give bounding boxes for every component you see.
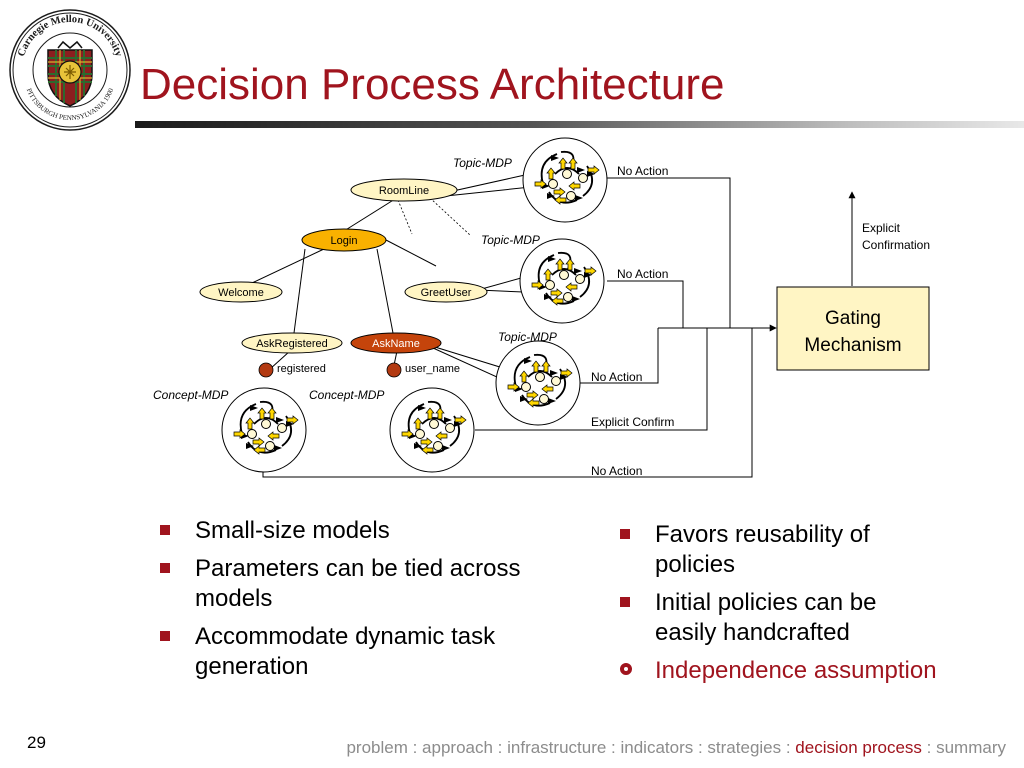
svg-text:RoomLine: RoomLine bbox=[379, 185, 429, 197]
concept-mdp-label: Concept-MDP bbox=[309, 388, 384, 402]
topic-mdp-icon bbox=[522, 137, 608, 223]
bullet-text: generation bbox=[195, 653, 309, 680]
footer-separator: : bbox=[693, 738, 708, 757]
svg-text:Login: Login bbox=[331, 235, 358, 247]
node-welcome: Welcome bbox=[199, 281, 283, 303]
topic-mdp-icon bbox=[495, 340, 581, 426]
bullet-item: Parameters can be tied across models bbox=[158, 554, 598, 614]
bullet-text: Independence assumption bbox=[655, 657, 937, 684]
bullet-marker-icon bbox=[160, 631, 170, 641]
edge-label-no-action: No Action bbox=[591, 464, 642, 478]
topic-mdp-icon bbox=[519, 238, 605, 324]
svg-text:AskRegistered: AskRegistered bbox=[256, 338, 328, 350]
bullet-text: Favors reusability of bbox=[655, 521, 870, 548]
footer-item[interactable]: problem bbox=[346, 738, 408, 757]
slide-title: Decision Process Architecture bbox=[140, 60, 725, 109]
footer-separator: : bbox=[921, 738, 937, 757]
university-seal-logo: Carnegie Mellon University PITTSBURGH PE… bbox=[9, 9, 131, 131]
bullet-item: Initial policies can be easily handcrafte… bbox=[618, 588, 1018, 648]
svg-text:GreetUser: GreetUser bbox=[421, 287, 472, 299]
bullet-text: Initial policies can be bbox=[655, 589, 877, 616]
bullet-marker-icon bbox=[620, 663, 632, 675]
bullet-text: easily handcrafted bbox=[655, 619, 850, 646]
footer-item[interactable]: infrastructure bbox=[507, 738, 607, 757]
bullet-text: models bbox=[195, 585, 273, 612]
edge-label-no-action: No Action bbox=[617, 267, 668, 281]
topic-mdp-label: Topic-MDP bbox=[498, 330, 557, 344]
edge-label-explicit-confirm: Explicit Confirm bbox=[591, 415, 674, 429]
svg-text:user_name: user_name bbox=[405, 363, 460, 375]
dotted-links bbox=[397, 197, 471, 236]
output-label: Explicit Confirmation bbox=[862, 221, 930, 252]
bullet-marker-icon bbox=[620, 597, 630, 607]
bullet-marker-icon bbox=[620, 529, 630, 539]
gating-mechanism-box: Gating Mechanism bbox=[776, 286, 930, 371]
concept-mdp-icon bbox=[221, 387, 307, 473]
footer-item[interactable]: strategies bbox=[707, 738, 782, 757]
routing-lines bbox=[262, 177, 856, 478]
node-login: Login bbox=[301, 228, 387, 252]
concept-mdp-icon bbox=[389, 387, 475, 473]
footer-item[interactable]: indicators bbox=[620, 738, 694, 757]
node-greetuser: GreetUser bbox=[404, 281, 488, 303]
title-divider bbox=[135, 121, 1024, 128]
bullet-item: Independence assumption bbox=[618, 656, 1018, 686]
concept-user-name: user_name bbox=[386, 362, 460, 378]
bullet-item: Favors reusability of policies bbox=[618, 520, 1018, 580]
svg-text:registered: registered bbox=[277, 363, 326, 375]
bullet-text: Parameters can be tied across bbox=[195, 555, 521, 582]
topic-mdp-label: Topic-MDP bbox=[481, 233, 540, 247]
footer-navigation: problem : approach : infrastructure : in… bbox=[346, 738, 1006, 758]
footer-separator: : bbox=[781, 738, 796, 757]
svg-text:Welcome: Welcome bbox=[218, 287, 264, 299]
edge-label-no-action: No Action bbox=[617, 164, 668, 178]
footer-separator: : bbox=[492, 738, 508, 757]
footer-item[interactable]: summary bbox=[936, 738, 1006, 757]
bullet-text: Accommodate dynamic task bbox=[195, 623, 496, 650]
concept-mdp-label: Concept-MDP bbox=[153, 388, 228, 402]
bullet-marker-icon bbox=[160, 563, 170, 573]
architecture-diagram: RoomLine Login Welcome GreetUser AskRegi… bbox=[153, 137, 930, 478]
bullet-item: Small-size models bbox=[158, 516, 598, 546]
topic-mdp-label: Topic-MDP bbox=[453, 156, 512, 170]
bullet-text: Small-size models bbox=[195, 517, 390, 544]
bullet-marker-icon bbox=[160, 525, 170, 535]
bullet-item: Accommodate dynamic task generation bbox=[158, 622, 598, 682]
concept-registered: registered bbox=[258, 362, 326, 378]
edge-label-no-action: No Action bbox=[591, 370, 642, 384]
footer-separator: : bbox=[407, 738, 423, 757]
slide-number: 29 bbox=[27, 733, 46, 752]
footer-item[interactable]: approach bbox=[422, 738, 493, 757]
node-askregistered: AskRegistered bbox=[241, 332, 343, 354]
svg-text:Gating: Gating bbox=[825, 308, 881, 329]
bullet-text: policies bbox=[655, 551, 736, 578]
svg-text:Explicit: Explicit bbox=[862, 221, 901, 235]
svg-text:Mechanism: Mechanism bbox=[804, 335, 901, 356]
footer-item[interactable]: decision process bbox=[795, 738, 922, 757]
node-roomline: RoomLine bbox=[350, 178, 458, 202]
svg-text:AskName: AskName bbox=[372, 338, 420, 350]
footer-separator: : bbox=[606, 738, 621, 757]
svg-text:Confirmation: Confirmation bbox=[862, 238, 930, 252]
node-askname: AskName bbox=[350, 332, 442, 354]
tree-edges bbox=[251, 198, 437, 371]
